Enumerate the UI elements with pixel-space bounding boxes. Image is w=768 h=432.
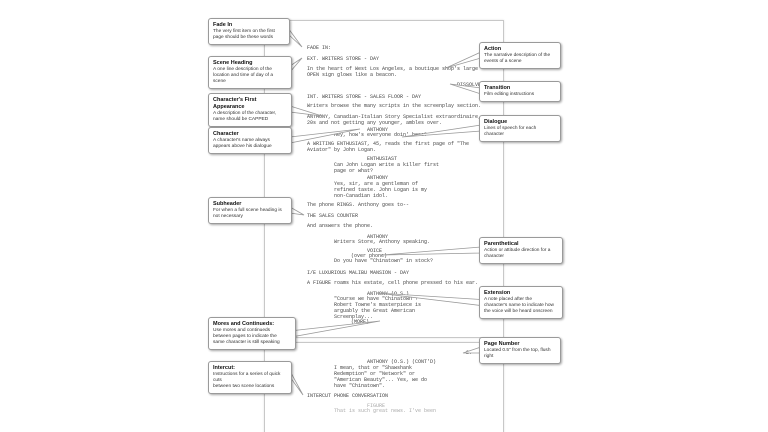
annotation-title: Page Number xyxy=(484,341,520,347)
script-line: Writers browse the many scripts in the s… xyxy=(307,103,482,109)
script-line: Aviator" by John Logan. xyxy=(307,147,377,153)
script-line: Do you have "Chinatown" in stock? xyxy=(334,258,434,264)
script-line: have "Chinatown". xyxy=(334,383,386,389)
script-line: ANTHONY xyxy=(367,234,389,240)
annotation-title: Subheader xyxy=(213,201,242,207)
annotation-title: Scene Heading xyxy=(213,60,253,66)
script-line: arguably the Great American xyxy=(334,308,416,314)
script-line: non-Canadian idol. xyxy=(334,193,389,199)
annotation-body: Use mores and continueds between pages t… xyxy=(213,328,280,345)
annotation-title: Character xyxy=(213,131,239,137)
script-line: In the heart of West Los Angeles, a bout… xyxy=(307,66,479,72)
script-line: 20s and not getting any younger, ambles … xyxy=(307,120,443,126)
script-line: A FIGURE roams his estate, cell phone pr… xyxy=(307,280,479,286)
script-line: (over phone) xyxy=(351,253,388,259)
script-line: INT. WRITERS STORE - SALES FLOOR - DAY xyxy=(307,94,422,100)
annotation-body: Film editing instructions xyxy=(484,92,535,97)
script-line: And answers the phone. xyxy=(307,223,374,229)
annotation-title: Transition xyxy=(484,85,511,91)
script-line: FIGURE xyxy=(367,403,386,409)
screenplay-page-1 xyxy=(264,20,504,338)
script-line: ANTHONY (O.S.) (CONT'D) xyxy=(367,359,437,365)
script-line: The phone RINGS. Anthony goes to-- xyxy=(307,202,410,208)
script-line: OPEN sign glows like a beacon. xyxy=(307,72,398,78)
script-line: I mean, that or "Shawshank xyxy=(334,365,413,371)
annotation-title: Intercut: xyxy=(213,365,235,371)
annotation-callout: Intercut:Instructions for a series of qu… xyxy=(208,361,292,394)
annotation-body: For when a full scene heading is not nec… xyxy=(213,208,282,219)
annotation-body: The narrative description of the events … xyxy=(484,53,551,64)
script-line: ENTHUSIAST xyxy=(367,156,398,162)
annotation-body: A character's name always appears above … xyxy=(213,138,272,149)
script-line: ANTHONY xyxy=(367,175,389,181)
annotation-body: Located 0.5" from the top, flush right xyxy=(484,348,551,359)
script-line: THE SALES COUNTER xyxy=(307,213,359,219)
annotation-title: Action xyxy=(484,46,502,52)
annotation-body: The very first item on the first page sh… xyxy=(213,29,275,40)
annotation-title: Dialogue xyxy=(484,119,508,125)
annotation-title: Parenthetical xyxy=(484,241,519,247)
script-line: "American Beauty"... Yes, we do xyxy=(334,377,428,383)
script-line: Screenplay... xyxy=(334,314,374,320)
annotation-callout: Mores and Continueds:Use mores and conti… xyxy=(208,317,296,350)
script-line: INTERCUT PHONE CONVERSATION xyxy=(307,393,389,399)
screenplay-page-2 xyxy=(264,342,504,432)
script-line: VOICE xyxy=(367,248,383,254)
annotation-body: Lines of speech for each character xyxy=(484,126,537,137)
script-line: (MORE) xyxy=(351,319,370,325)
annotation-title: Fade In xyxy=(213,22,233,28)
annotation-body: A description of the character, name sho… xyxy=(213,111,277,122)
script-line: ANTHONY xyxy=(367,127,389,133)
annotation-body: A note placed after the character's name… xyxy=(484,297,554,314)
script-line: That is such great news. I've been xyxy=(334,408,437,414)
script-line: Yes, sir, are a gentleman of xyxy=(334,181,419,187)
script-line: refined taste. John Logan is my xyxy=(334,187,428,193)
annotation-body: A one line description of the location a… xyxy=(213,67,273,84)
script-line: I/E LUXURIOUS MALIBU MANSION - DAY xyxy=(307,270,410,276)
annotation-body: Instructions for a series of quick cuts … xyxy=(213,372,281,389)
script-line: FADE IN: xyxy=(307,45,332,51)
script-line: Redemption" or "Network" or xyxy=(334,371,416,377)
script-line: page or what? xyxy=(334,168,374,174)
annotation-title: Extension xyxy=(484,290,511,296)
annotation-body: Action or attitude direction for a chara… xyxy=(484,248,551,259)
script-line: Writers Store, Anthony speaking. xyxy=(334,239,431,245)
script-line: A WRITING ENTHUSIAST, 45, reads the firs… xyxy=(307,141,470,147)
annotation-title: Mores and Continueds: xyxy=(213,321,275,327)
script-line: EXT. WRITERS STORE - DAY xyxy=(307,56,380,62)
script-line: Hey, how's everyone doin' here? xyxy=(334,132,428,138)
script-line: ANTHONY, Canadian-Italian Story Speciali… xyxy=(307,114,482,120)
page-number: 2. xyxy=(466,350,473,356)
script-line: Can John Logan write a killer first xyxy=(334,162,440,168)
annotation-title: Character's First Appearance xyxy=(213,97,257,110)
